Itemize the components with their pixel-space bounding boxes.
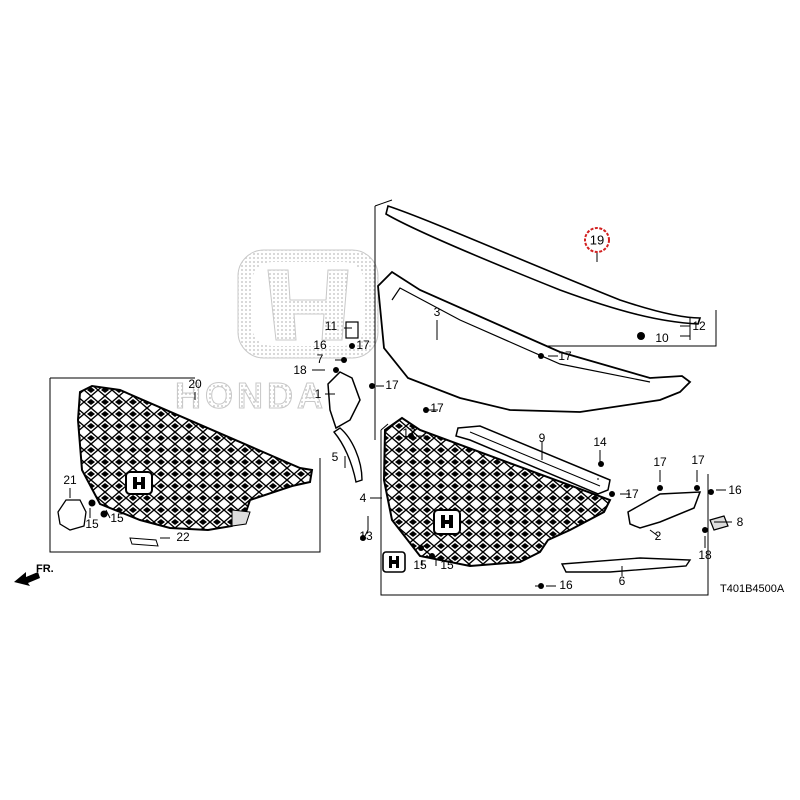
callout-label-c17g[interactable]: 17 — [691, 453, 705, 467]
callout-label-c6[interactable]: 6 — [619, 574, 626, 588]
front-grille — [382, 416, 612, 568]
bracket-1 — [327, 371, 361, 430]
callout-label-c17e[interactable]: 17 — [625, 487, 639, 501]
clips-left — [88, 499, 159, 547]
watermark-text: HONDA — [175, 375, 327, 416]
side-bracket-2 — [627, 491, 702, 529]
direction-label: FR. — [36, 563, 54, 575]
grille-assembly-box — [49, 377, 321, 553]
callout-label-c16a[interactable]: 16 — [313, 338, 327, 352]
callout-label-c5[interactable]: 5 — [332, 450, 339, 464]
callout-label-c20[interactable]: 20 — [188, 377, 202, 391]
callout-label-c17b[interactable]: 17 — [558, 349, 572, 363]
callout-label-c13[interactable]: 13 — [359, 529, 373, 543]
callout-label-c16c[interactable]: 16 — [559, 578, 573, 592]
callout-label-c14[interactable]: 14 — [593, 435, 607, 449]
callout-label-c4[interactable]: 4 — [360, 491, 367, 505]
callout-label-c15d[interactable]: 15 — [440, 558, 454, 572]
callout-label-c1[interactable]: 1 — [315, 387, 322, 401]
callout-label-c7[interactable]: 7 — [317, 352, 324, 366]
fasteners — [333, 332, 714, 589]
diagram-code: T401B4500A — [720, 583, 785, 595]
clip-11 — [345, 321, 359, 339]
clip-8 — [709, 515, 729, 531]
callout-label-c21[interactable]: 21 — [63, 473, 77, 487]
watermark-logo: HONDA — [175, 249, 379, 417]
emblem-13 — [382, 551, 406, 573]
upper-molding-19 — [385, 204, 702, 325]
callout-label-c22[interactable]: 22 — [176, 530, 190, 544]
callout-label-c16b[interactable]: 16 — [728, 483, 742, 497]
callout-label-c15b[interactable]: 15 — [110, 511, 124, 525]
callout-label-c9[interactable]: 9 — [539, 431, 546, 445]
grille-assembly-box-right — [380, 423, 709, 596]
callout-label-c18b[interactable]: 18 — [698, 548, 712, 562]
front-direction-indicator: FR. — [14, 563, 54, 586]
callout-label-c17f[interactable]: 17 — [653, 455, 667, 469]
emblem-cover-21 — [57, 499, 87, 531]
callout-19-highlight[interactable]: 19 — [584, 227, 610, 253]
callout-label-c18a[interactable]: 18 — [293, 363, 307, 377]
lower-molding-6 — [560, 557, 692, 573]
callout-label-c12[interactable]: 12 — [692, 319, 706, 333]
bracket-9 — [455, 425, 611, 495]
callout-label-c15a[interactable]: 15 — [85, 517, 99, 531]
callout-label-c17a[interactable]: 17 — [356, 338, 370, 352]
bumper-beam-3 — [377, 270, 692, 413]
callout-label-c15c[interactable]: 15 — [413, 558, 427, 572]
leader-lines — [69, 251, 732, 587]
callout-label-c2[interactable]: 2 — [655, 529, 662, 543]
callout-19-label[interactable]: 19 — [590, 233, 604, 248]
callout-label-c3[interactable]: 3 — [434, 305, 441, 319]
callout-label-c8[interactable]: 8 — [737, 515, 744, 529]
callout-label-c17d[interactable]: 17 — [430, 401, 444, 415]
callout-label-c11[interactable]: 11 — [325, 319, 338, 333]
callout-label-c17h[interactable]: 17 — [402, 426, 416, 440]
callout-label-c10[interactable]: 10 — [655, 331, 669, 345]
callout-label-c17c[interactable]: 17 — [385, 378, 399, 392]
side-garnish-5 — [332, 427, 363, 483]
grille-assembly-left — [76, 384, 314, 532]
